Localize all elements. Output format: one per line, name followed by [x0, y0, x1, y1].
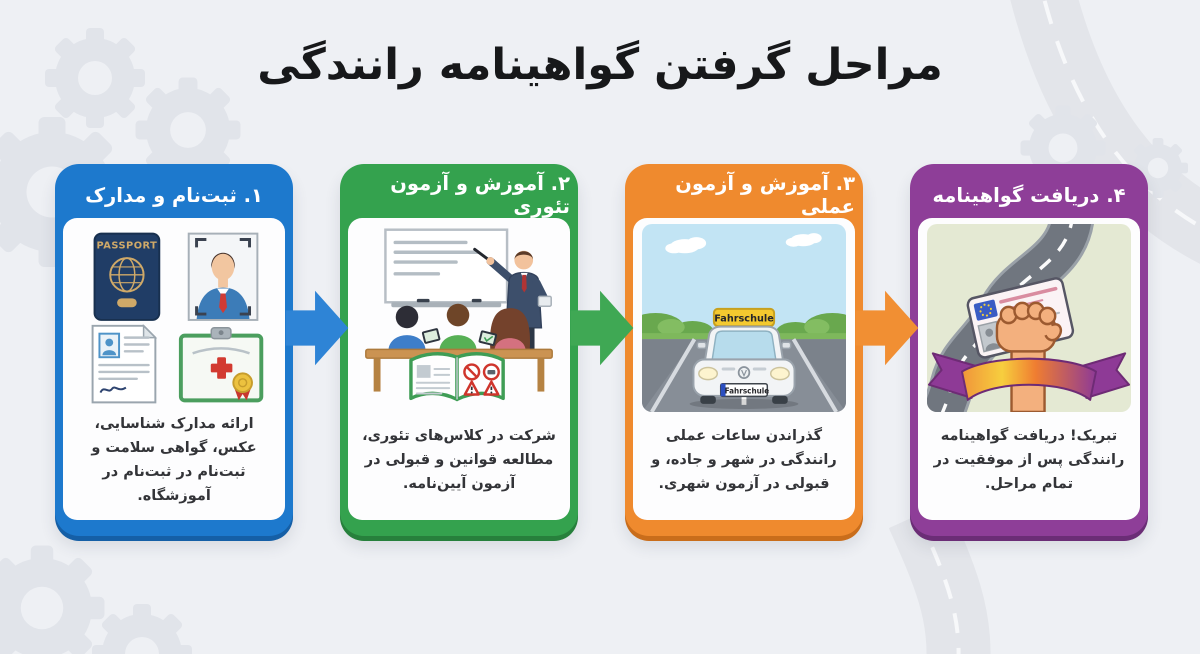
step-3-header: ۳. آموزش و آزمون عملی [633, 172, 855, 218]
documents-illustration: PASSPORT [91, 232, 264, 404]
id-document-icon [91, 324, 158, 404]
page-title: مراحل گرفتن گواهینامه رانندگی [257, 40, 943, 90]
clouds [665, 233, 822, 254]
step-arrow-1-2 [285, 290, 349, 366]
id-photo-icon [187, 232, 259, 321]
driving-scene: Fahrschule [642, 224, 846, 412]
step-4-description: تبریک! دریافت گواهینامه رانندگی پس از مو… [933, 428, 1125, 492]
step-3-body: Fahrschule [633, 218, 855, 520]
traffic-rules-book [409, 352, 505, 402]
classroom-illustration [365, 228, 553, 402]
step-2-body: شرکت در کلاس‌های تئوری، مطالعه قوانین و … [348, 218, 570, 520]
step-2-header: ۲. آموزش و آزمون تئوری [348, 172, 570, 218]
fist [995, 301, 1063, 353]
driving-school-car: Fahrschule [689, 307, 799, 409]
step-2-description: شرکت در کلاس‌های تئوری، مطالعه قوانین و … [362, 428, 556, 492]
step-2-title: ۲. آموزش و آزمون تئوری [390, 172, 570, 218]
ribbon [927, 352, 1131, 401]
svg-text:Fahrschule: Fahrschule [714, 313, 774, 324]
step-4-body: تبریک! دریافت گواهینامه رانندگی پس از مو… [918, 218, 1140, 520]
health-certificate-icon [178, 327, 264, 403]
svg-text:Fahrschule: Fahrschule [725, 386, 770, 395]
step-3-description: گذراندن ساعات عملی رانندگی در شهر و جاده… [651, 428, 837, 492]
step-1-header: ۱. ثبت‌نام و مدارک [63, 172, 285, 218]
students [388, 303, 530, 352]
step-card-1: ۱. ثبت‌نام و مدارک PASSPORT [55, 164, 293, 536]
passport-icon: PASSPORT [93, 232, 161, 321]
license-scene [927, 224, 1131, 412]
step-4-title: ۴. دریافت گواهینامه [932, 183, 1126, 207]
step-card-2: ۲. آموزش و آزمون تئوری [340, 164, 578, 536]
step-card-3: ۳. آموزش و آزمون عملی [625, 164, 863, 536]
step-3-title: ۳. آموزش و آزمون عملی [675, 172, 855, 218]
step-1-description: ارائه مدارک شناسایی، عکس، گواهی سلامت و … [91, 416, 257, 504]
whiteboard [384, 228, 509, 308]
step-arrow-3-4 [855, 290, 919, 366]
step-4-header: ۴. دریافت گواهینامه [918, 172, 1140, 218]
step-1-body: PASSPORT [63, 218, 285, 520]
step-arrow-2-3 [570, 290, 634, 366]
step-1-title: ۱. ثبت‌نام و مدارک [85, 183, 263, 207]
svg-text:PASSPORT: PASSPORT [97, 240, 158, 251]
step-card-4: ۴. دریافت گواهینامه [910, 164, 1148, 536]
background-road-top-right [1010, 0, 1200, 264]
